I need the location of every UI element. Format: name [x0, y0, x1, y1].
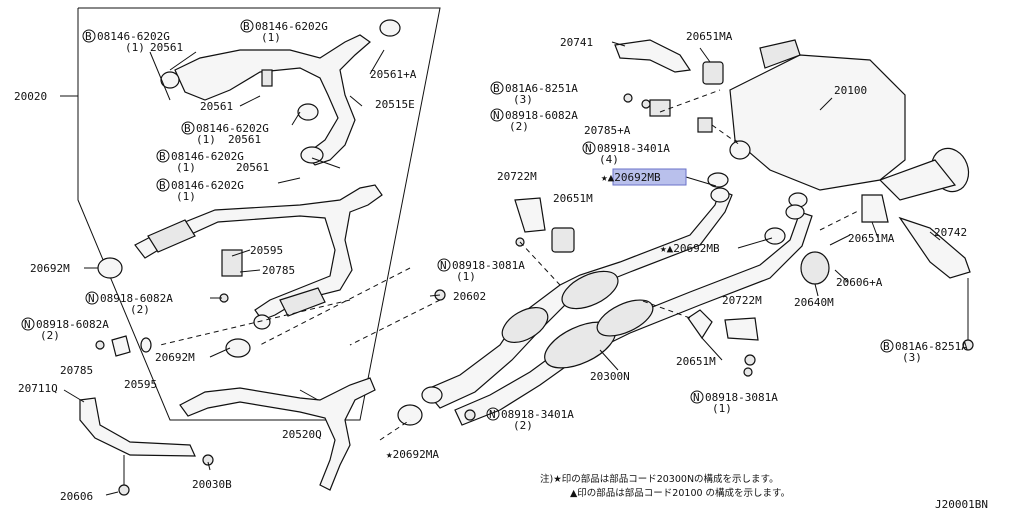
label-20722M: 20722M [497, 170, 537, 183]
upper-pipe-20515E [160, 19, 401, 166]
svg-text:B: B [883, 340, 890, 353]
label-20561: 20561 [228, 133, 261, 146]
label-qty: (1) [712, 402, 732, 415]
label-20692M: 20692M [155, 351, 195, 364]
label-20692M: 20692M [30, 262, 70, 275]
label-20515E: 20515E [375, 98, 415, 111]
group-20020-frame [60, 7, 441, 421]
footnote-line-1: 注)★印の部品は部品コード20300Nの構成を示します。 [540, 473, 779, 485]
label-20651M: 20651M [676, 355, 716, 368]
label-20602: 20602 [453, 290, 486, 303]
svg-text:B: B [85, 30, 92, 43]
label-08146-6202G: 08146-6202G [171, 150, 244, 163]
label-20742: 20742 [934, 226, 967, 239]
lower-pipe-20520Q [179, 377, 376, 491]
label-20651MA: 20651MA [686, 30, 733, 43]
label-08918-3081A: 08918-3081A [452, 259, 525, 272]
label-20692MB: ★▲20692MB [660, 242, 720, 255]
svg-text:B: B [493, 82, 500, 95]
svg-text:N: N [693, 391, 700, 404]
label-20606+A: 20606+A [836, 276, 883, 289]
label-20692MA: ★20692MA [386, 448, 439, 461]
part-labels: 20020 08146-6202G (1) 20561 08146-6202G … [14, 20, 968, 503]
circled-prefix-letters: B B B B B N N B N N N B N N [24, 20, 890, 421]
svg-text:N: N [493, 109, 500, 122]
label-20030B: 20030B [192, 478, 232, 491]
label-qty: (1) [176, 190, 196, 203]
label-20640M: 20640M [794, 296, 834, 309]
label-qty: (2) [40, 329, 60, 342]
label-20785: 20785 [60, 364, 93, 377]
hangers-right [514, 39, 974, 377]
svg-text:B: B [184, 122, 191, 135]
svg-text:N: N [585, 142, 592, 155]
label-20651MA: 20651MA [848, 232, 895, 245]
svg-text:N: N [24, 318, 31, 331]
label-08146-6202G: 08146-6202G [97, 30, 170, 43]
label-20300N: 20300N [590, 370, 630, 383]
svg-text:B: B [159, 150, 166, 163]
label-20561+A: 20561+A [370, 68, 417, 81]
label-20722M: 20722M [722, 294, 762, 307]
footnotes: 注)★印の部品は部品コード20300Nの構成を示します。 ▲印の部品は部品コード… [540, 473, 790, 499]
svg-text:B: B [159, 179, 166, 192]
label-qty: (1) [125, 41, 145, 54]
label-20100: 20100 [834, 84, 867, 97]
label-qty: (1) [176, 161, 196, 174]
label-081A6-8251A: 081A6-8251A [895, 340, 968, 353]
label-20020: 20020 [14, 90, 47, 103]
label-20520Q: 20520Q [282, 428, 322, 441]
highlight-box-20692MB [612, 168, 687, 186]
label-08918-6082A: 08918-6082A [36, 318, 109, 331]
label-qty: (2) [509, 120, 529, 133]
leader-lines [63, 41, 941, 496]
label-20561: 20561 [200, 100, 233, 113]
label-08918-6082A: 08918-6082A [505, 109, 578, 122]
label-qty: (1) [196, 133, 216, 146]
svg-text:N: N [88, 292, 95, 305]
svg-text:N: N [489, 408, 496, 421]
label-08918-3401A: 08918-3401A [597, 142, 670, 155]
label-08146-6202G: 08146-6202G [196, 122, 269, 135]
label-20595: 20595 [250, 244, 283, 257]
label-qty: (2) [513, 419, 533, 432]
label-qty: (3) [513, 93, 533, 106]
label-20711Q: 20711Q [18, 382, 58, 395]
label-qty: (2) [130, 303, 150, 316]
label-08146-6202G: 08146-6202G [171, 179, 244, 192]
center-pipe-20300N [397, 189, 813, 426]
label-20595: 20595 [124, 378, 157, 391]
label-qty: (1) [456, 270, 476, 283]
label-20741: 20741 [560, 36, 593, 49]
diagram-code: J20001BN [935, 498, 988, 511]
label-qty: (1) [261, 31, 281, 44]
circled-prefixes [21, 19, 894, 421]
footnote-line-2: ▲印の部品は部品コード20100 の構成を示します。 [570, 487, 790, 499]
bracket-20711Q [79, 397, 214, 496]
label-081A6-8251A: 081A6-8251A [505, 82, 578, 95]
gasket-parts-left [95, 249, 446, 357]
muffler-20100 [707, 39, 970, 245]
label-qty: (4) [599, 153, 619, 166]
label-20561: 20561 [236, 161, 269, 174]
label-qty: (3) [902, 351, 922, 364]
label-20785: 20785 [262, 264, 295, 277]
svg-text:B: B [243, 20, 250, 33]
label-08146-6202G: 08146-6202G [255, 20, 328, 33]
label-08918-3081A: 08918-3081A [705, 391, 778, 404]
dashed-guides [159, 89, 861, 441]
label-08918-6082A: 08918-6082A [100, 292, 173, 305]
label-20651M: 20651M [553, 192, 593, 205]
label-20785+A: 20785+A [584, 124, 631, 137]
front-pipe-assembly [97, 184, 383, 358]
label-20692MB-highlighted: ★▲20692MB [601, 171, 661, 184]
label-08918-3401A: 08918-3401A [501, 408, 574, 421]
svg-text:N: N [440, 259, 447, 272]
label-20561: 20561 [150, 41, 183, 54]
label-20606: 20606 [60, 490, 93, 503]
